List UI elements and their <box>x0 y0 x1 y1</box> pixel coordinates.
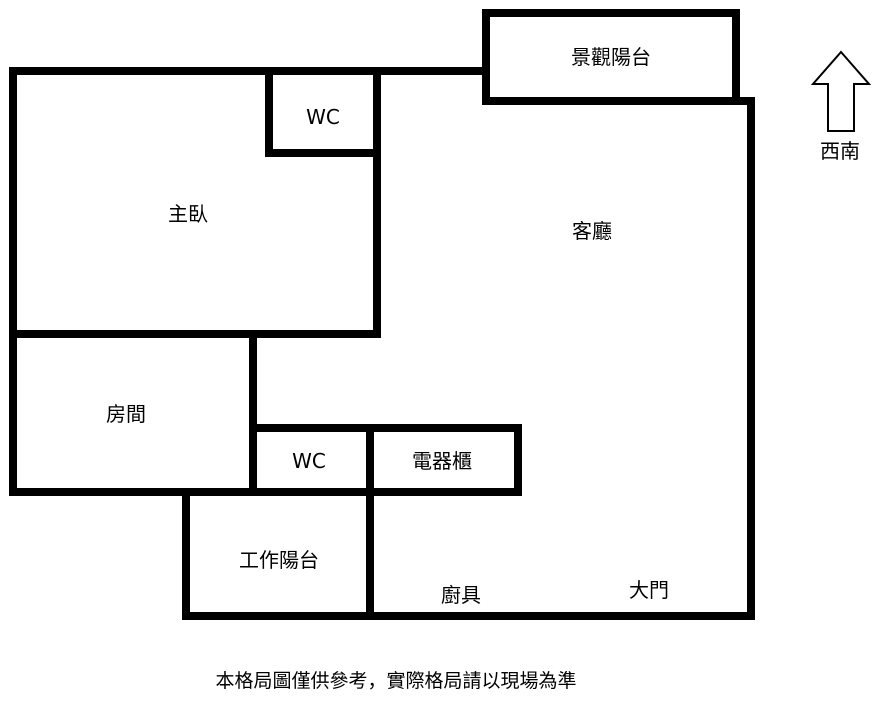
living-room-label: 客廳 <box>572 219 612 243</box>
master-bedroom-label: 主臥 <box>168 202 208 226</box>
room-wall <box>9 330 257 496</box>
wc-upper-label: WC <box>306 105 340 129</box>
wc-lower-label: WC <box>292 449 326 473</box>
disclaimer-text: 本格局圖僅供參考，實際格局請以現場為準 <box>215 670 576 692</box>
main-door-label: 大門 <box>629 578 669 602</box>
walls <box>9 9 755 620</box>
appliance-cabinet-wall <box>366 424 522 496</box>
scenic-balcony-wall <box>482 9 740 105</box>
north-arrow-icon <box>810 50 872 132</box>
scenic-balcony-label: 景觀陽台 <box>571 45 651 69</box>
work-balcony-label: 工作陽台 <box>239 548 319 572</box>
room-label: 房間 <box>106 402 146 426</box>
wc-upper-wall <box>265 67 381 157</box>
work-balcony-wall <box>182 488 374 620</box>
appliance-cabinet-label: 電器櫃 <box>412 449 472 473</box>
orientation-label: 西南 <box>820 139 860 163</box>
kitchen-label: 廚具 <box>441 583 481 607</box>
